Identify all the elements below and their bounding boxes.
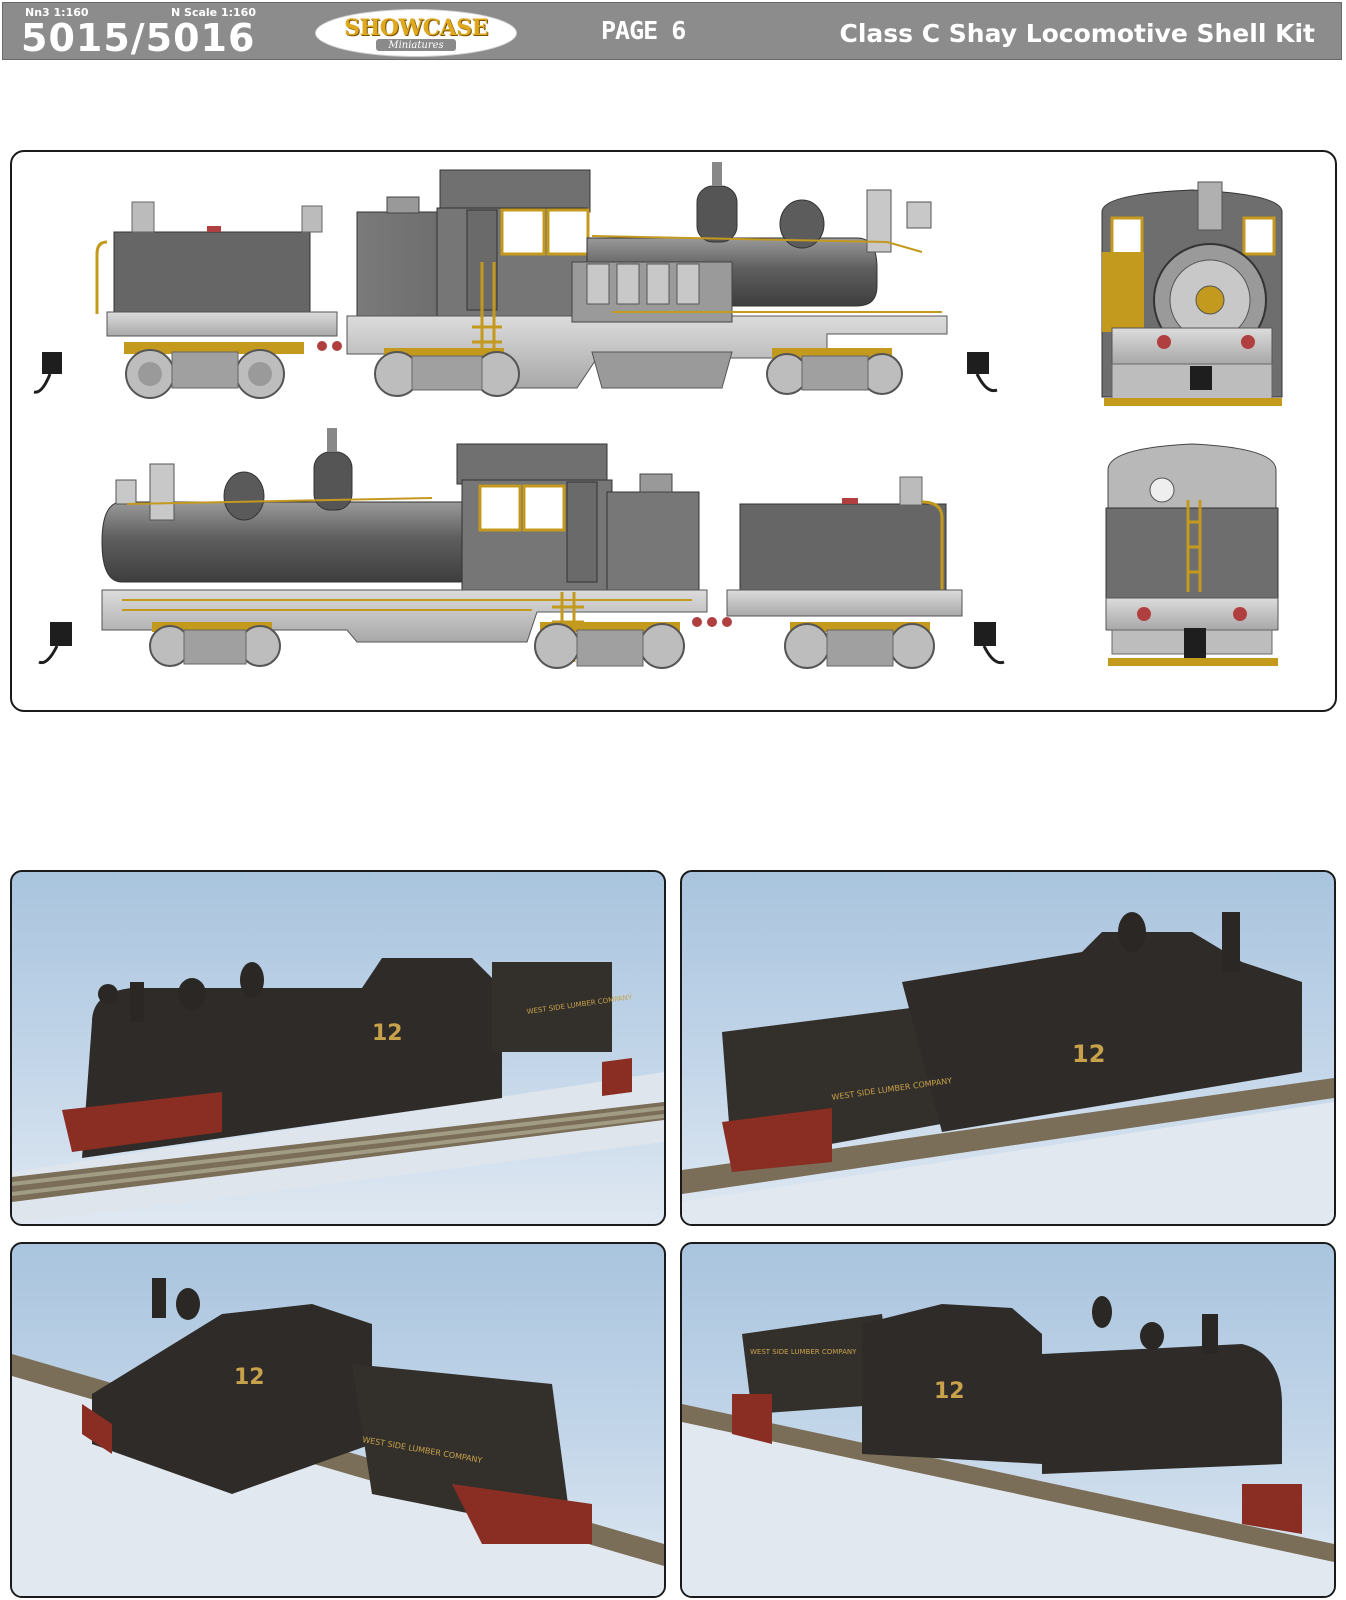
cab-number-text: 12 — [372, 1021, 403, 1046]
scale-n-label: N Scale 1:160 — [171, 6, 256, 19]
diagram-panel — [10, 150, 1337, 712]
page-title: Class C Shay Locomotive Shell Kit — [839, 19, 1315, 48]
rear-end-view — [1105, 443, 1279, 666]
cab-number-text: 12 — [934, 1379, 965, 1404]
header-bar: Nn3 1:160 N Scale 1:160 5015/5016 SHOWCA… — [2, 2, 1342, 60]
side-view-right — [38, 428, 1005, 669]
tender-lettering-text: WEST SIDE LUMBER COMPANY — [750, 1348, 857, 1356]
logo-brand-text: SHOWCASE — [344, 15, 488, 41]
photo-loco-tender-left: 12 WEST SIDE LUMBER COMPANY — [680, 870, 1336, 1226]
model-photo-1: 12 WEST SIDE LUMBER COMPANY — [12, 958, 664, 1224]
model-photo-2: 12 WEST SIDE LUMBER COMPANY — [682, 912, 1334, 1224]
logo-ribbon — [376, 39, 456, 51]
logo-sub-text: Miniatures — [388, 40, 444, 51]
photo-loco-right-side: 12 WEST SIDE LUMBER COMPANY — [680, 1242, 1336, 1598]
side-view-left — [33, 162, 998, 399]
photo-loco-high-left: 12 WEST SIDE LUMBER COMPANY — [10, 1242, 666, 1598]
showcase-logo: SHOWCASE Miniatures — [315, 9, 517, 57]
photo-loco-front-left: 12 WEST SIDE LUMBER COMPANY — [10, 870, 666, 1226]
cab-number-text: 12 — [1072, 1040, 1105, 1068]
cab-number-text: 12 — [234, 1365, 265, 1390]
model-photo-4: 12 WEST SIDE LUMBER COMPANY — [682, 1296, 1334, 1596]
front-end-view — [1101, 181, 1283, 406]
model-photo-3: 12 WEST SIDE LUMBER COMPANY — [12, 1278, 664, 1596]
scale-nn3-label: Nn3 1:160 — [25, 6, 89, 19]
locomotive-diagrams — [33, 162, 1283, 669]
part-numbers: 5015/5016 — [21, 16, 256, 60]
page-label: PAGE 6 — [601, 16, 686, 45]
